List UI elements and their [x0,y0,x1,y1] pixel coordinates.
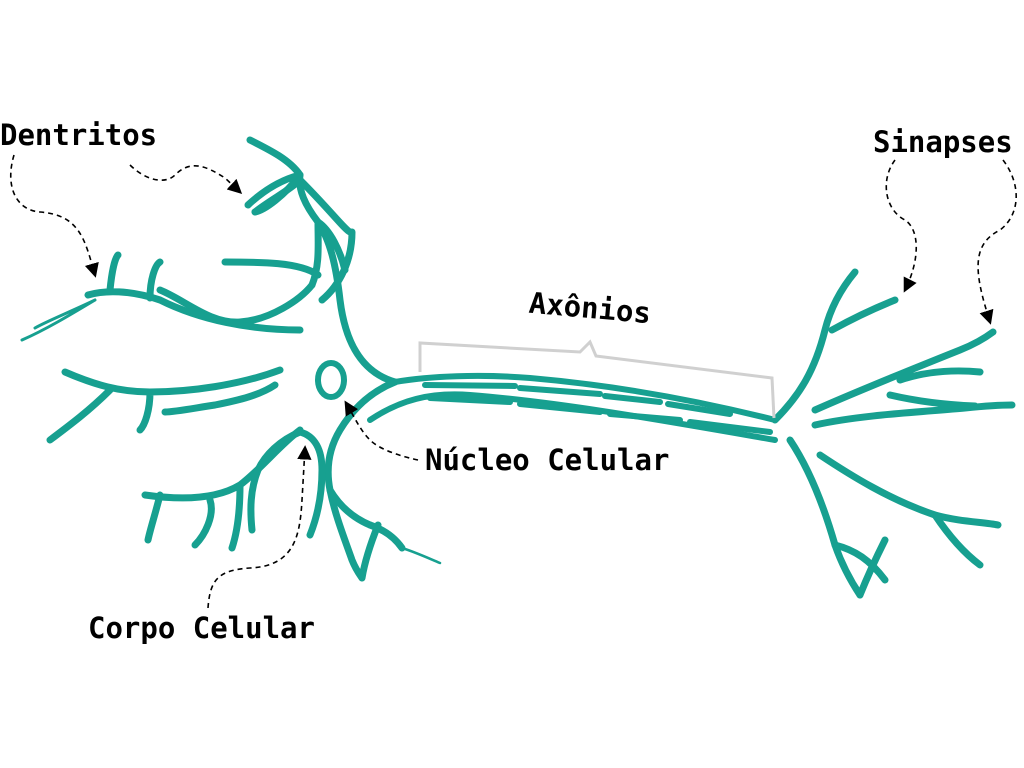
dendrite-mid-inner [161,381,279,416]
dendrite-bottom-loop [247,428,326,539]
terminal-lower-branch [831,511,984,599]
label-nucleus: Núcleo Celular [425,443,669,477]
terminal-upper-left [771,268,899,424]
dendrite-left-mid [46,366,284,444]
dendrite-left-upper [84,251,304,334]
dendrite-left-lower [141,426,304,552]
dendrite-bottom-thin [400,546,442,565]
myelin-seg-5 [427,395,513,405]
leader-lines [10,154,1017,609]
leader-dendrites-1 [10,154,99,278]
myelin-seg-1 [422,382,518,389]
myelin-seg-3 [602,393,663,405]
myelin-seg-8 [687,419,773,435]
leader-synapses-2 [977,159,1017,325]
leader-synapses-1 [885,159,918,293]
neuron-cell-body [20,136,442,582]
myelin-seg-4 [665,401,733,417]
dendrite-top-branch [251,176,356,304]
myelin-seg-6 [517,401,603,415]
leader-nucleus [344,400,419,461]
axon-outer-bottom [367,391,778,443]
neuron-axon [367,372,778,443]
terminal-lower [786,436,1002,599]
dendrite-upper [244,136,322,289]
terminal-upper-right [811,328,997,414]
label-dendrites: Dentritos [0,118,157,152]
label-cell-body: Corpo Celular [88,611,315,645]
neuron-terminals [771,268,1016,599]
axon-outer-top [392,372,778,423]
label-axon: Axônios [528,286,653,331]
nucleus-shape [315,360,347,400]
soma-lower [324,378,399,529]
axon-bracket [418,339,776,419]
dendrite-left-thin [20,298,97,342]
terminal-right [811,391,1016,429]
label-synapses: Sinapses [873,125,1013,159]
leader-cell-body [207,445,312,609]
dendrite-bottom-right [326,486,406,582]
myelin-seg-7 [607,411,683,423]
myelin-seg-2 [517,385,603,397]
leader-dendrites-2 [129,164,243,194]
